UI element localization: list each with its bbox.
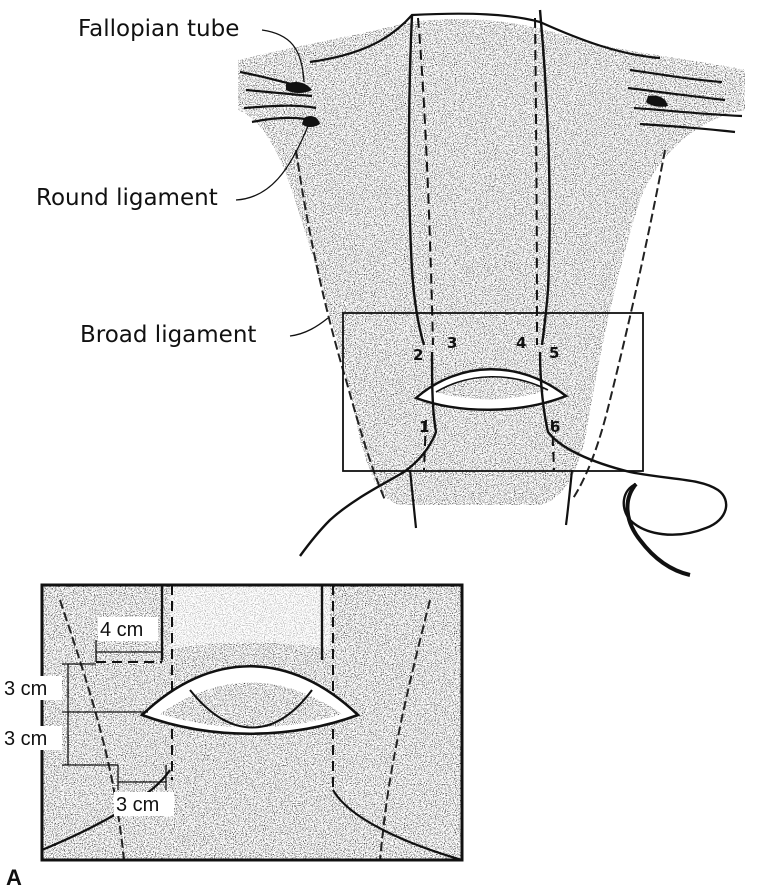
figure-label: A <box>6 865 22 890</box>
stitch-number-5: 5 <box>549 344 559 362</box>
stitch-number-6: 6 <box>550 418 560 436</box>
dim-label-3cm-bottom: 3 cm <box>116 794 159 816</box>
uterus-drawing: 1 2 3 4 5 6 Fallopian tube Round ligamen… <box>36 10 745 575</box>
needle-curve <box>627 484 690 575</box>
uterus-body-stipple <box>238 19 745 505</box>
stitch-number-4: 4 <box>516 334 526 352</box>
dim-label-3cm-lower: 3 cm <box>4 728 47 750</box>
label-broad-ligament: Broad ligament <box>80 322 256 348</box>
stitch-number-1: 1 <box>419 418 429 436</box>
inset-drawing: 4 cm 3 cm 3 cm 3 cm <box>2 585 462 860</box>
stitch-number-3: 3 <box>447 334 457 352</box>
leader-broad-ligament <box>290 318 328 336</box>
inset-clear-area <box>170 585 330 650</box>
dim-label-4cm: 4 cm <box>100 619 143 641</box>
label-round-ligament: Round ligament <box>36 185 218 211</box>
stitch-number-2: 2 <box>413 346 423 364</box>
label-fallopian-tube: Fallopian tube <box>78 16 239 42</box>
dim-label-3cm-upper: 3 cm <box>4 678 47 700</box>
